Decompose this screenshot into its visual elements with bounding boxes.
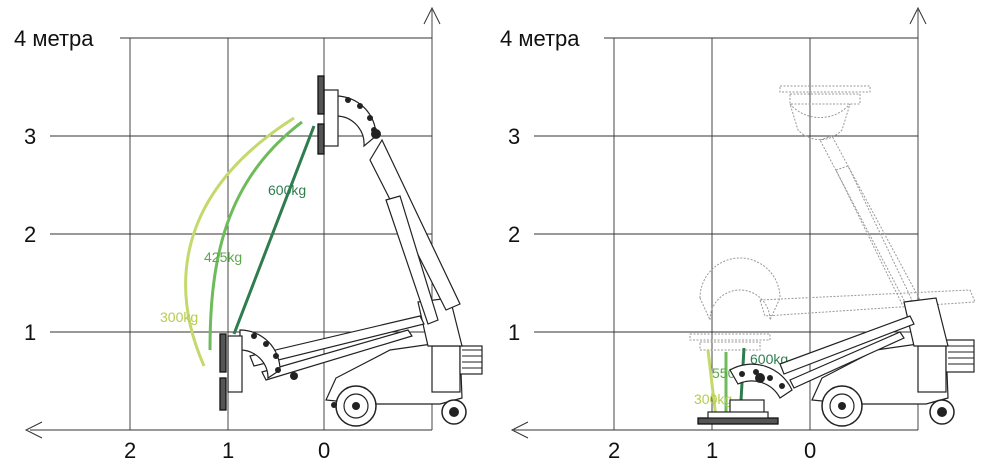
left-load-label-300: 300kg <box>160 309 198 325</box>
left-load-label-600: 600kg <box>268 182 306 198</box>
left-y-label-3: 3 <box>24 124 36 149</box>
right-y-label-2: 2 <box>508 222 520 247</box>
left-y-axis-arrow <box>423 6 441 25</box>
right-ghost-machine <box>689 85 976 351</box>
right-x-label-1: 1 <box>706 438 718 463</box>
right-line-300kg <box>706 349 718 419</box>
left-y-label-2: 2 <box>24 222 36 247</box>
left-curve-425kg <box>208 120 303 351</box>
right-y-label-3: 3 <box>508 124 520 149</box>
right-y-label-1: 1 <box>508 320 520 345</box>
left-panel: 4 метра 3 2 1 2 1 0 300kg 425kg 600kg <box>14 6 483 463</box>
left-x-label-2: 2 <box>124 438 136 463</box>
right-machine <box>697 297 975 427</box>
right-y-axis-arrow <box>909 6 927 25</box>
left-curve-300kg <box>184 116 295 367</box>
right-x-axis-arrow <box>510 421 529 439</box>
left-x-label-0: 0 <box>318 438 330 463</box>
left-load-label-425: 425kg <box>204 249 242 265</box>
right-top-label: 4 метра <box>500 26 580 51</box>
right-load-label-300: 300kg <box>694 391 732 407</box>
right-panel: 4 метра 3 2 1 2 1 0 600kg 550kg 300kg <box>500 6 976 463</box>
left-y-label-1: 1 <box>24 320 36 345</box>
left-line-600kg <box>232 125 316 335</box>
left-machine <box>219 75 483 427</box>
right-x-label-0: 0 <box>804 438 816 463</box>
left-top-label: 4 метра <box>14 26 94 51</box>
left-x-axis-arrow <box>24 421 43 439</box>
right-x-label-2: 2 <box>608 438 620 463</box>
left-x-label-1: 1 <box>222 438 234 463</box>
right-load-label-600: 600kg <box>750 351 788 367</box>
